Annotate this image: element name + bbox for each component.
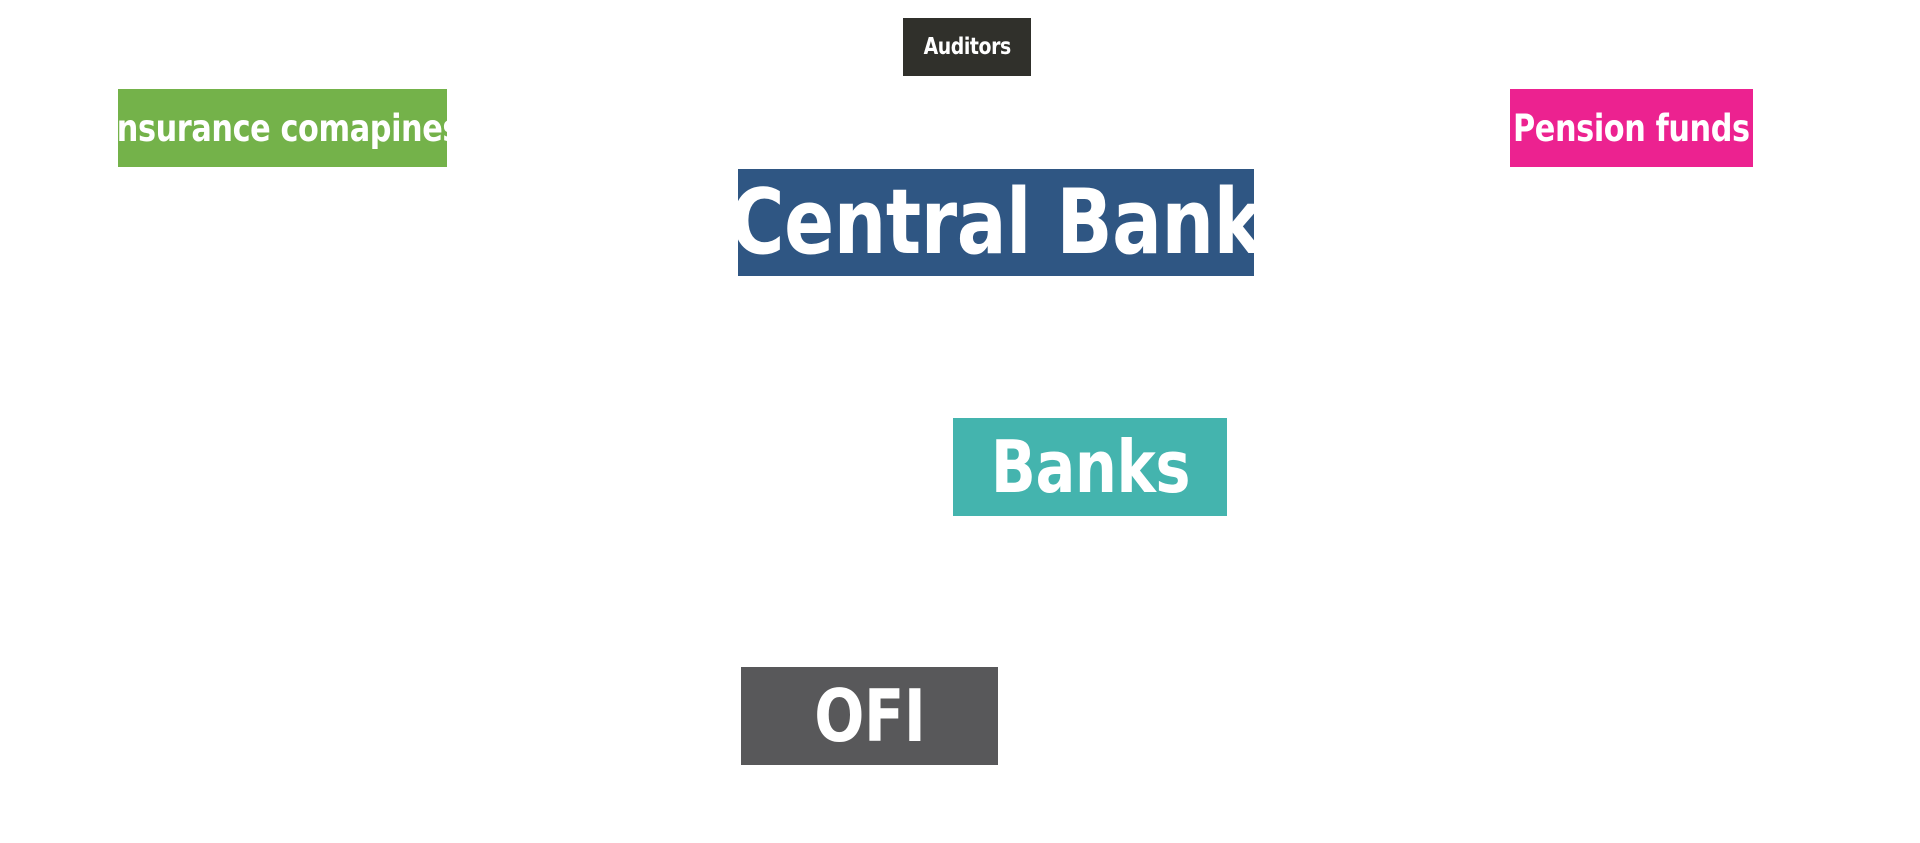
auditors-node: Auditors: [903, 18, 1031, 76]
pension-funds-label: Pension funds: [1513, 106, 1750, 150]
central-bank-label: Central Bank: [730, 170, 1262, 275]
banks-label: Banks: [990, 425, 1190, 509]
ofi-node: OFI: [741, 667, 998, 765]
central-bank-node: Central Bank: [730, 169, 1262, 276]
banks-node: Banks: [953, 418, 1227, 516]
insurance-companies-label: Insurance comapines: [105, 106, 460, 150]
insurance-companies-node: Insurance comapines: [105, 89, 460, 167]
ofi-label: OFI: [813, 674, 926, 758]
pension-funds-node: Pension funds: [1510, 89, 1753, 167]
auditors-label: Auditors: [923, 34, 1011, 60]
